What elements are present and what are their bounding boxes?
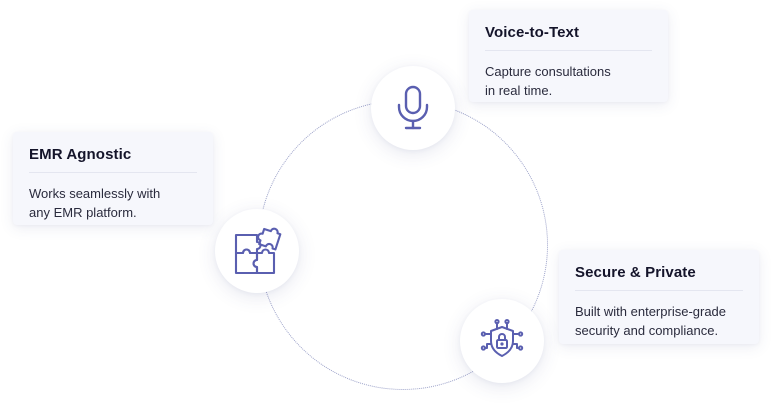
card-description: Built with enterprise-grade security and…: [575, 304, 727, 338]
emr-agnostic-card: EMR Agnostic Works seamlessly with any E…: [13, 132, 213, 225]
card-title: EMR Agnostic: [29, 146, 197, 173]
puzzle-node: [215, 209, 299, 293]
card-title: Secure & Private: [575, 264, 743, 291]
shield-node: [460, 299, 544, 383]
secure-private-card: Secure & Private Built with enterprise-g…: [559, 250, 759, 344]
puzzle-icon: [232, 227, 282, 275]
card-title: Voice-to-Text: [485, 24, 652, 51]
microphone-node: [371, 66, 455, 150]
shield-lock-icon: [479, 318, 525, 364]
voice-to-text-card: Voice-to-Text Capture consultations in r…: [469, 10, 668, 102]
microphone-icon: [393, 85, 433, 131]
card-description: Works seamlessly with any EMR platform.: [29, 186, 161, 220]
card-description: Capture consultations in real time.: [485, 64, 611, 98]
